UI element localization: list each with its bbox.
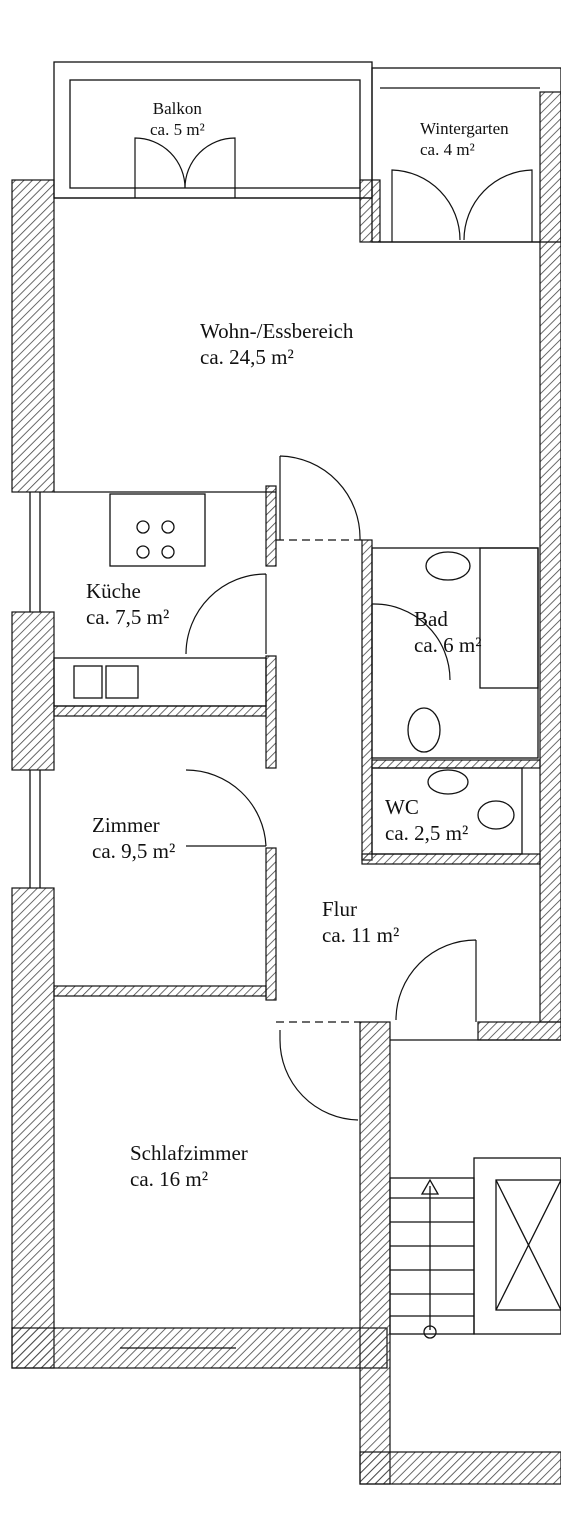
- wall-stair-bottom: [359, 1451, 561, 1485]
- wall-bad-left: [361, 539, 373, 861]
- room-area: ca. 2,5 m²: [385, 821, 469, 846]
- wall-stair-left: [359, 1021, 391, 1485]
- room-area: ca. 4 m²: [420, 140, 475, 160]
- wall-zimmer-flur: [265, 847, 277, 1001]
- room-name: WC: [385, 795, 419, 819]
- wall-left-lower: [11, 887, 55, 1369]
- door-wohn: [279, 455, 361, 541]
- room-area: ca. 9,5 m²: [92, 839, 176, 864]
- door-balkon-left: [134, 137, 186, 198]
- room-name: Zimmer: [92, 813, 160, 837]
- door-wintergarten-left: [391, 169, 461, 242]
- stair-area: [389, 1177, 475, 1335]
- kitchen-row: [53, 657, 267, 707]
- door-entrance: [395, 939, 477, 1022]
- wall-kitchen-flur-2: [265, 655, 277, 769]
- room-area: ca. 6 m²: [414, 633, 482, 658]
- label-wc: WC ca. 2,5 m²: [385, 794, 468, 847]
- door-kueche: [185, 573, 267, 655]
- wall-kitchen-flur: [265, 485, 277, 567]
- label-schlaf: Schlafzimmer ca. 16 m²: [130, 1140, 248, 1193]
- label-wohn: Wohn-/Essbereich ca. 24,5 m²: [200, 318, 353, 371]
- wall-left-upper: [11, 179, 55, 493]
- wall-flur-bottom-right: [477, 1021, 561, 1041]
- room-area: ca. 16 m²: [130, 1167, 209, 1192]
- door-bad: [371, 603, 451, 681]
- label-balkon: Balkon ca. 5 m²: [150, 98, 205, 141]
- wall-wintergarten-left: [359, 179, 381, 243]
- label-flur: Flur ca. 11 m²: [322, 896, 399, 949]
- room-area: ca. 11 m²: [322, 923, 400, 948]
- door-zimmer: [185, 769, 267, 847]
- room-name: Flur: [322, 897, 358, 921]
- room-name: Küche: [86, 579, 141, 603]
- room-name: Schlafzimmer: [130, 1141, 248, 1165]
- label-bad: Bad ca. 6 m²: [414, 606, 482, 659]
- door-balkon-right: [184, 137, 236, 198]
- room-name: Wintergarten: [420, 119, 509, 138]
- door-wintergarten-right: [463, 169, 533, 242]
- room-area: ca. 7,5 m²: [86, 605, 170, 630]
- wall-wc-bottom: [361, 853, 541, 865]
- elevator-shaft: [473, 1157, 561, 1335]
- label-kueche: Küche ca. 7,5 m²: [86, 578, 169, 631]
- room-area: ca. 24,5 m²: [200, 345, 294, 370]
- wall-left-kitchen: [11, 611, 55, 771]
- wall-bad-wc: [371, 759, 541, 769]
- room-name: Wohn-/Essbereich: [200, 319, 354, 343]
- room-name: Balkon: [152, 99, 202, 118]
- kitchen-counter: [109, 493, 206, 567]
- toilet-wc: [477, 800, 515, 830]
- wall-zimmer-schlaf: [53, 985, 267, 997]
- room-name: Bad: [414, 607, 448, 631]
- label-wintergarten: Wintergarten ca. 4 m²: [420, 118, 509, 161]
- wall-right: [539, 91, 561, 1023]
- label-zimmer: Zimmer ca. 9,5 m²: [92, 812, 175, 865]
- bathtub: [479, 547, 539, 689]
- door-schlaf: [279, 1030, 359, 1121]
- wall-kitchen-zimmer: [53, 705, 267, 717]
- room-area: ca. 5 m²: [150, 120, 205, 140]
- toilet-bad: [407, 707, 441, 753]
- balcony-outline: [53, 61, 373, 199]
